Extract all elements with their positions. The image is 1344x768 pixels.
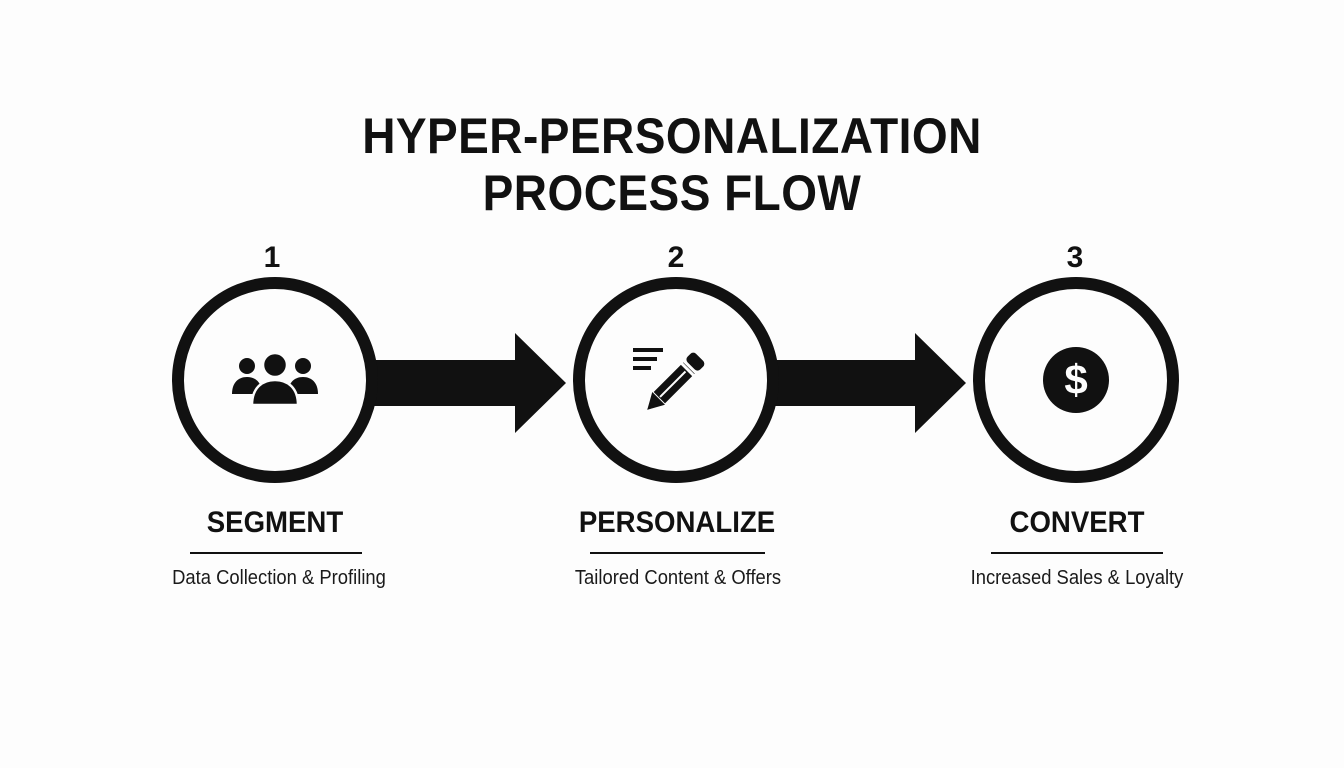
pencil-edit-icon xyxy=(633,348,705,410)
step-2-number: 2 xyxy=(667,241,685,274)
arrow-step-2-to-3 xyxy=(772,333,966,433)
diagram-title-line1: HYPER-PERSONALIZATION xyxy=(362,108,982,164)
step-2-circle xyxy=(573,277,779,483)
arrow-step-1-to-2 xyxy=(372,333,566,433)
step-2-divider xyxy=(590,552,765,554)
step-3-divider xyxy=(991,552,1163,554)
step-1-label: SEGMENT xyxy=(206,506,344,539)
dollar-coin-icon: $ xyxy=(1043,347,1109,413)
step-2-description: Tailored Content & Offers xyxy=(574,567,782,589)
step-2-label: PERSONALIZE xyxy=(578,506,776,539)
step-3-circle: $ xyxy=(973,277,1179,483)
step-1-circle xyxy=(172,277,378,483)
step-3-number: 3 xyxy=(1066,241,1084,274)
users-group-icon xyxy=(232,351,318,407)
step-3-label: CONVERT xyxy=(1009,506,1145,539)
step-3-description: Increased Sales & Loyalty xyxy=(970,567,1184,589)
svg-text:$: $ xyxy=(1064,356,1087,403)
step-1-description: Data Collection & Profiling xyxy=(172,567,386,589)
step-1-divider xyxy=(190,552,362,554)
step-1-number: 1 xyxy=(263,241,281,274)
diagram-title-line2: PROCESS FLOW xyxy=(482,165,862,221)
